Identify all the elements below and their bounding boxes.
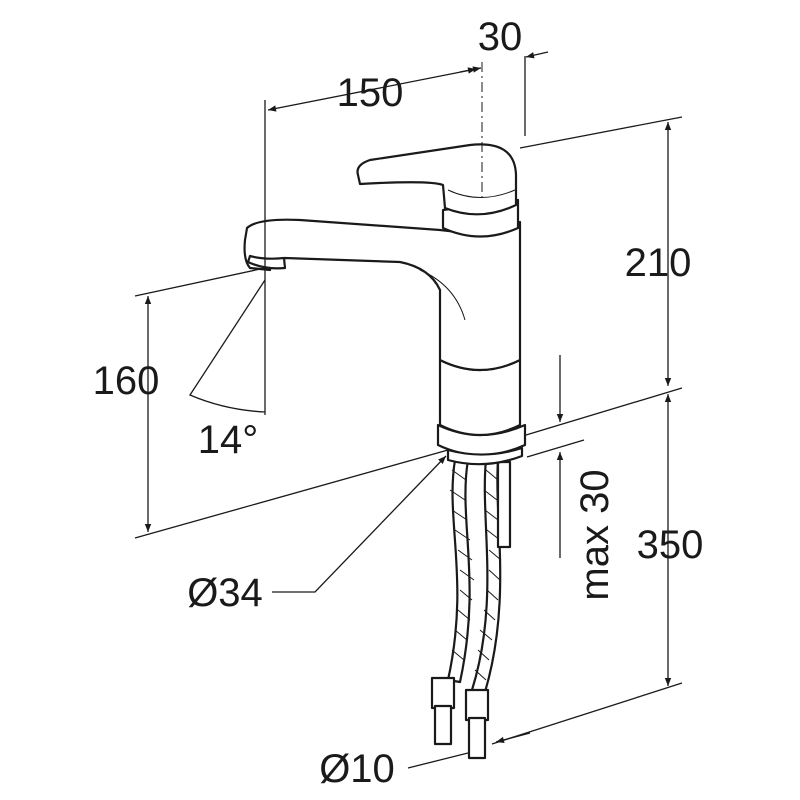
- dim-hose-length: 350: [637, 523, 704, 567]
- dim-spray-angle: 14°: [198, 418, 259, 462]
- dim-base-diameter: Ø34: [187, 571, 263, 615]
- dim-hose-diameter: Ø10: [319, 747, 395, 791]
- dim-handle-offset: 30: [478, 15, 523, 59]
- faucet-body: [243, 143, 527, 466]
- dim-spout-reach: 150: [337, 71, 404, 115]
- dimension-lines: [134, 51, 683, 769]
- dim-spout-height: 160: [93, 359, 160, 403]
- dim-body-height: 210: [625, 241, 692, 285]
- supply-hoses: [430, 458, 512, 760]
- dim-max-deck-thickness: max 30: [573, 469, 617, 600]
